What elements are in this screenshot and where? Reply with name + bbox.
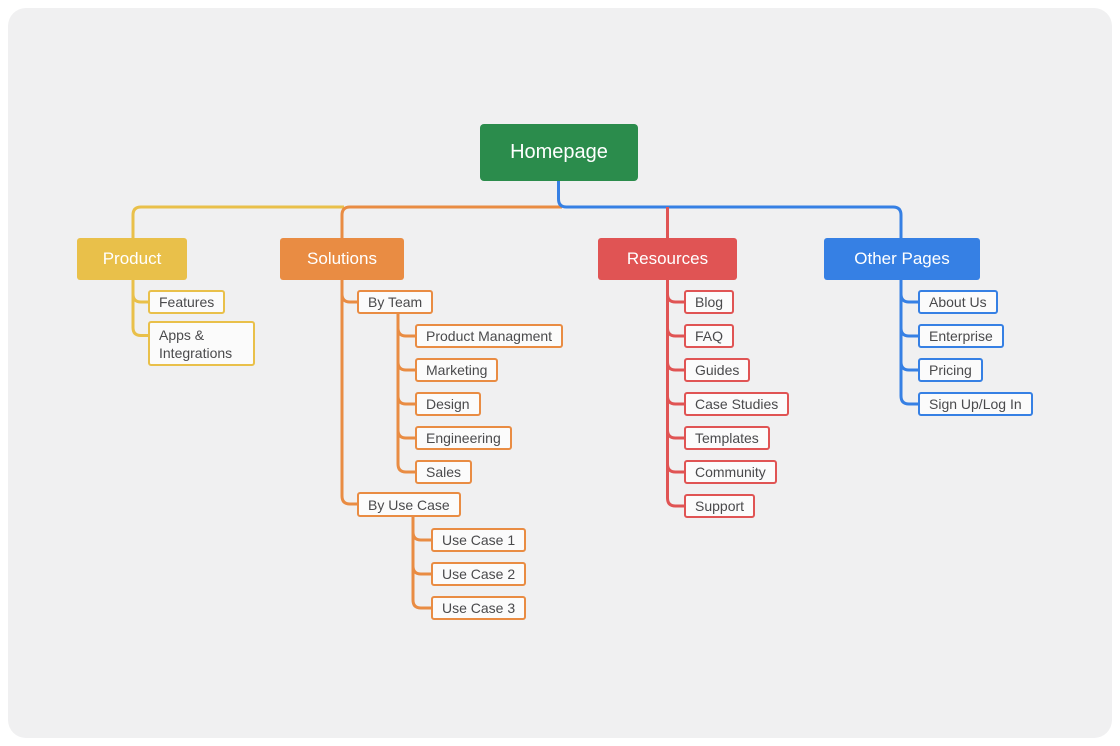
node-pricing-label: Pricing (929, 362, 972, 378)
node-marketing-label: Marketing (426, 362, 488, 378)
node-use-case-1[interactable]: Use Case 1 (431, 528, 527, 552)
node-apps-integrations[interactable]: Apps & Integrations (148, 321, 255, 366)
node-blog-label: Blog (695, 294, 724, 310)
node-guides-label: Guides (695, 362, 740, 378)
node-product-managment-label: Product Managment (426, 328, 553, 344)
node-solutions[interactable]: Solutions (280, 238, 404, 280)
node-pricing[interactable]: Pricing (918, 358, 983, 382)
node-product-label: Product (102, 249, 162, 268)
node-resources-label: Resources (626, 249, 709, 268)
node-guides[interactable]: Guides (684, 358, 751, 382)
node-marketing[interactable]: Marketing (415, 358, 499, 382)
node-community-label: Community (695, 464, 766, 480)
node-by-team[interactable]: By Team (357, 290, 434, 314)
node-case-studies[interactable]: Case Studies (684, 392, 790, 416)
node-templates-label: Templates (695, 430, 759, 446)
node-sales[interactable]: Sales (415, 460, 473, 484)
node-solutions-label: Solutions (307, 249, 377, 268)
node-templates[interactable]: Templates (684, 426, 770, 450)
node-use-case-3-label: Use Case 3 (442, 600, 516, 616)
node-design-label: Design (426, 396, 470, 412)
node-blog[interactable]: Blog (684, 290, 735, 314)
node-use-case-2[interactable]: Use Case 2 (431, 562, 527, 586)
node-homepage-label: Homepage (510, 141, 608, 163)
node-features[interactable]: Features (148, 290, 226, 314)
node-by-use-case-label: By Use Case (368, 496, 450, 513)
node-by-use-case[interactable]: By Use Case (357, 492, 461, 517)
node-by-team-label: By Team (368, 294, 423, 310)
node-case-studies-label: Case Studies (695, 396, 779, 412)
node-product[interactable]: Product (77, 238, 187, 280)
node-resources[interactable]: Resources (598, 238, 737, 280)
node-enterprise[interactable]: Enterprise (918, 324, 1004, 348)
node-other-pages-label: Other Pages (854, 249, 950, 268)
node-use-case-2-label: Use Case 2 (442, 566, 516, 582)
node-enterprise-label: Enterprise (929, 328, 993, 344)
node-sales-label: Sales (426, 464, 462, 480)
node-faq-label: FAQ (695, 328, 724, 344)
node-use-case-3[interactable]: Use Case 3 (431, 596, 527, 620)
node-about-us[interactable]: About Us (918, 290, 998, 314)
node-homepage[interactable]: Homepage (480, 124, 638, 181)
node-about-us-label: About Us (929, 294, 987, 310)
node-sign-up-log-in-label: Sign Up/Log In (929, 396, 1022, 412)
node-design[interactable]: Design (415, 392, 481, 416)
node-faq[interactable]: FAQ (684, 324, 735, 348)
node-apps-integrations-label: Apps & Integrations (159, 326, 233, 361)
node-product-managment[interactable]: Product Managment (415, 324, 564, 348)
node-engineering[interactable]: Engineering (415, 426, 512, 450)
node-use-case-1-label: Use Case 1 (442, 532, 516, 548)
node-features-label: Features (159, 294, 215, 310)
node-support-label: Support (695, 498, 745, 514)
node-sign-up-log-in[interactable]: Sign Up/Log In (918, 392, 1033, 416)
node-support[interactable]: Support (684, 494, 756, 518)
node-other-pages[interactable]: Other Pages (824, 238, 980, 280)
node-community[interactable]: Community (684, 460, 777, 484)
node-engineering-label: Engineering (426, 430, 501, 446)
